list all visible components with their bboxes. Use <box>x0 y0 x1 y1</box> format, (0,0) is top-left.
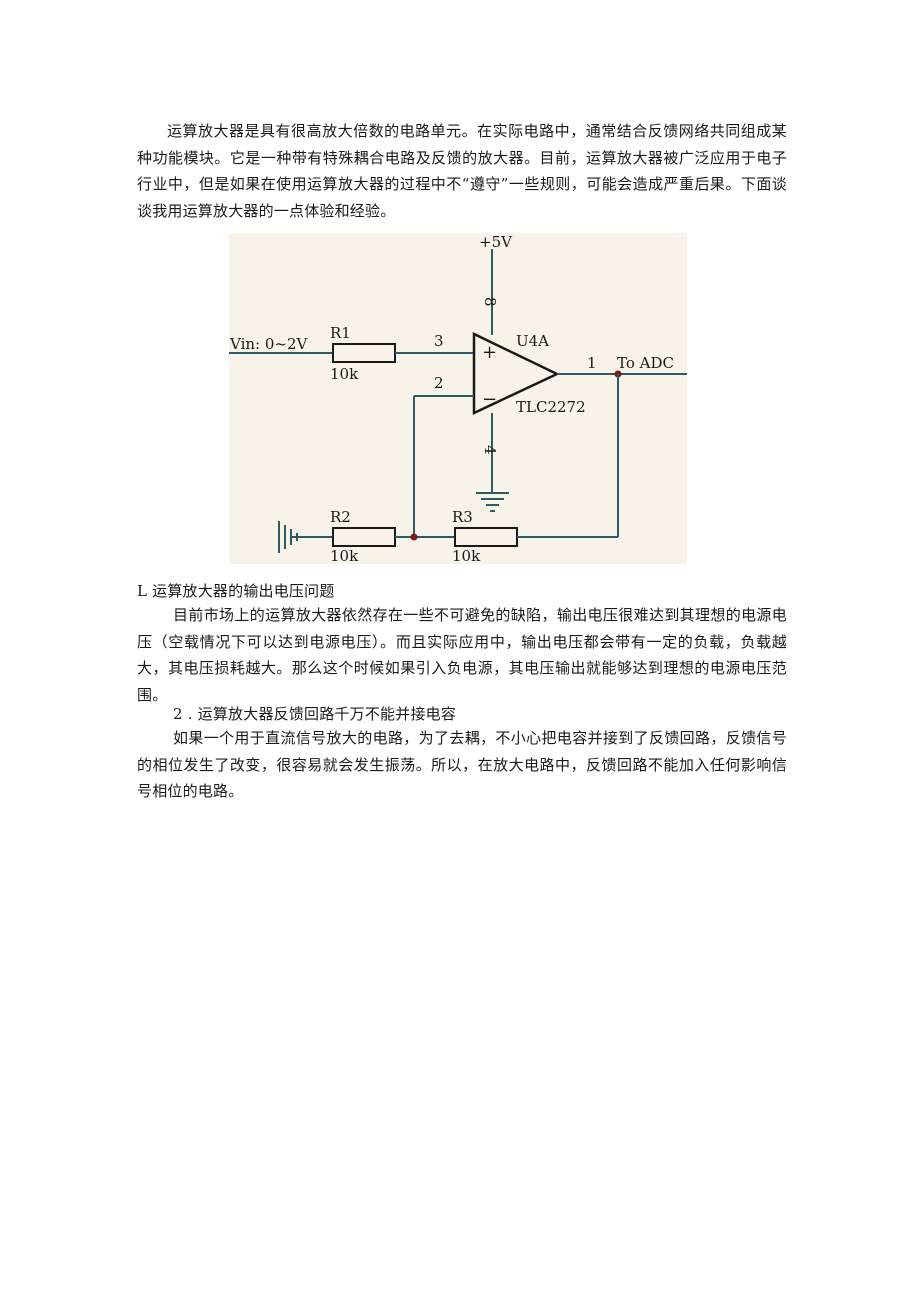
opamp-circuit-figure: +5V 8 Vin: 0~2V R1 10k 3 + − U4A TLC2272… <box>229 233 687 564</box>
section-1-heading: L 运算放大器的输出电压问题 <box>137 582 335 600</box>
resistor-r1 <box>332 343 396 363</box>
supply-label: +5V <box>479 233 513 251</box>
pin-3-label: 3 <box>434 332 444 350</box>
resistor-r3 <box>454 527 518 547</box>
input-label: Vin: 0~2V <box>229 335 309 353</box>
output-label: To ADC <box>617 354 674 372</box>
plus-sign: + <box>482 342 497 363</box>
feedback-junction <box>410 533 418 541</box>
pin-4-label: 4 <box>481 445 499 455</box>
unit-label: U4A <box>516 332 549 350</box>
part-label: TLC2272 <box>516 398 586 416</box>
pin-2-label: 2 <box>434 374 444 392</box>
r2-name: R2 <box>330 508 351 526</box>
pin-1-label: 1 <box>587 354 597 372</box>
opamp-symbol <box>472 332 560 415</box>
pin-8-label: 8 <box>481 297 499 307</box>
minus-sign: − <box>482 389 497 410</box>
r1-name: R1 <box>330 324 351 342</box>
resistor-r2 <box>332 527 396 547</box>
intro-paragraph: 运算放大器是具有很高放大倍数的电路单元。在实际电路中，通常结合反馈网络共同组成某… <box>137 122 787 220</box>
section-2-body: 如果一个用于直流信号放大的电路，为了去耦，不小心把电容并接到了反馈回路，反馈信号… <box>137 729 787 800</box>
r1-value: 10k <box>330 365 359 383</box>
r2-value: 10k <box>330 547 359 564</box>
circuit-diagram: +5V 8 Vin: 0~2V R1 10k 3 + − U4A TLC2272… <box>229 233 687 564</box>
r3-name: R3 <box>452 508 473 526</box>
r3-value: 10k <box>452 547 481 564</box>
section-2-heading: 2 . 运算放大器反馈回路千万不能并接电容 <box>173 705 457 723</box>
ground-symbol <box>476 492 509 512</box>
section-1-body: 目前市场上的运算放大器依然存在一些不可避免的缺陷，输出电压很难达到其理想的电源电… <box>137 606 787 704</box>
